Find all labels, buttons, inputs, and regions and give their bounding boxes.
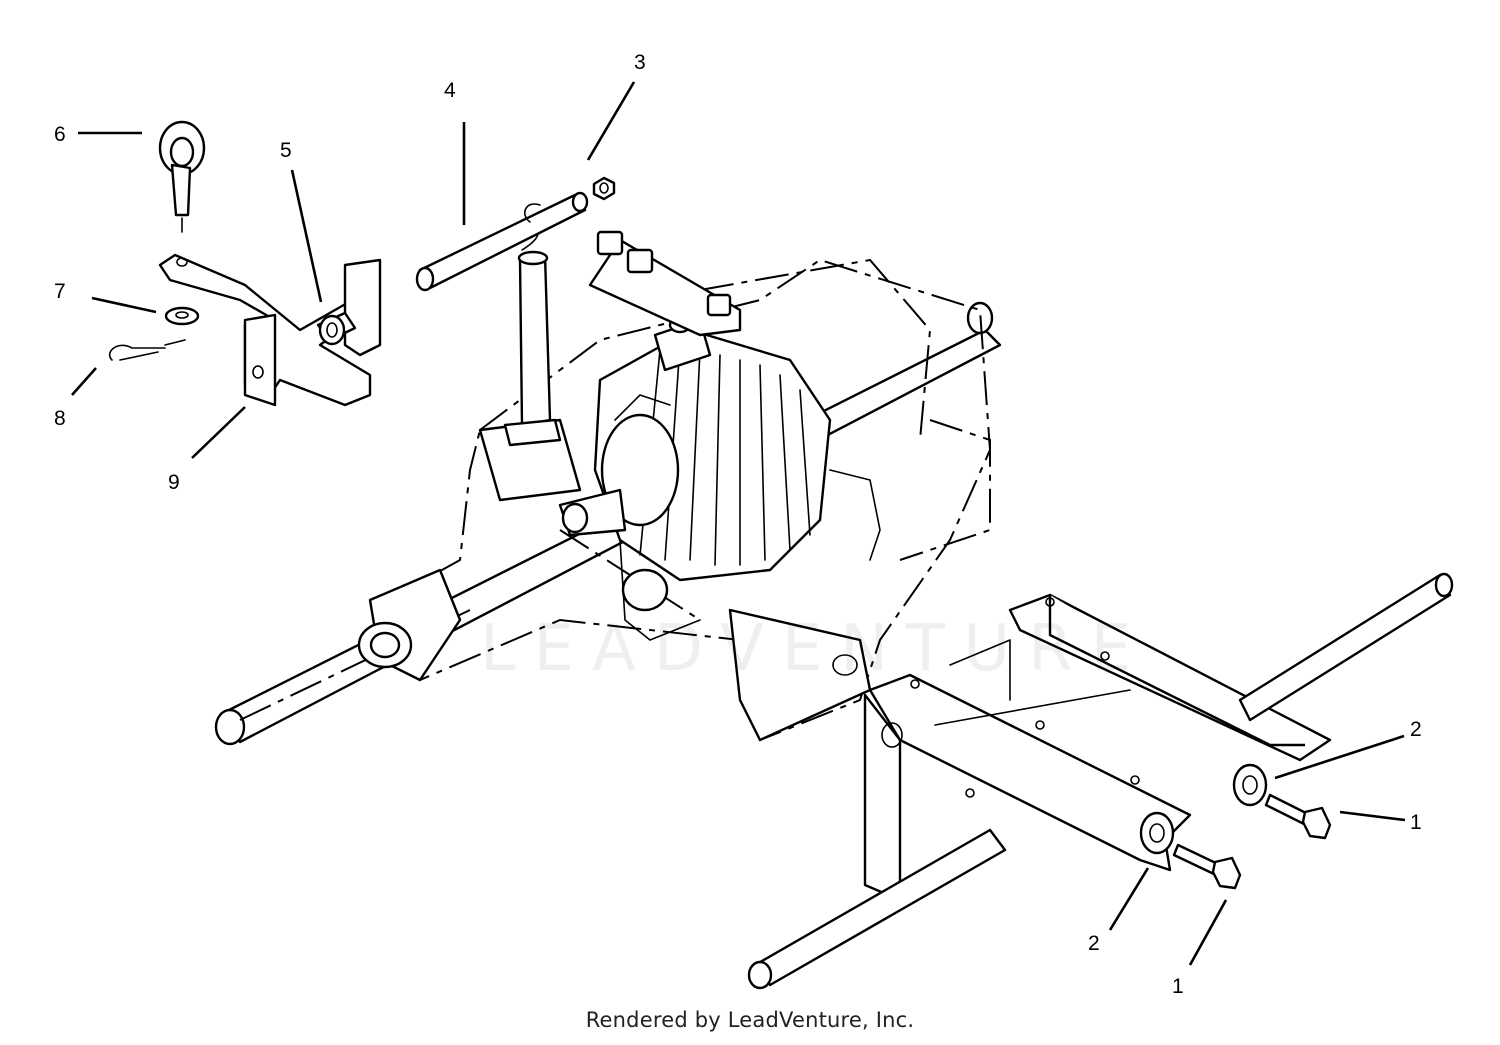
hitch-pin xyxy=(158,120,206,233)
hairpin-clip xyxy=(108,339,186,361)
callout-2-bottom: 2 xyxy=(1088,932,1100,955)
hydro-pump xyxy=(558,316,881,641)
callout-9: 9 xyxy=(168,471,180,494)
washer-2a xyxy=(1232,763,1268,807)
tow-rod xyxy=(415,191,589,292)
callout-1-right: 1 xyxy=(1410,811,1422,834)
callout-8: 8 xyxy=(54,407,66,430)
callout-3: 3 xyxy=(634,51,646,74)
callout-4: 4 xyxy=(444,79,456,102)
footer-credit: Rendered by LeadVenture, Inc. xyxy=(585,1008,915,1032)
watermark: LEADVENTURE xyxy=(480,612,1149,686)
callout-7: 7 xyxy=(54,280,66,303)
callout-labels: 1 1 2 2 3 4 5 6 7 8 9 xyxy=(54,51,1422,998)
hitch-bracket xyxy=(158,253,382,407)
control-arm xyxy=(588,230,742,337)
linkage-post xyxy=(503,220,562,447)
callout-1-bottom: 1 xyxy=(1172,975,1184,998)
frame xyxy=(747,572,1454,990)
callout-2-right: 2 xyxy=(1410,718,1422,741)
bolt-1b xyxy=(1172,843,1242,890)
nut xyxy=(592,176,616,201)
washer-2b xyxy=(1139,811,1175,855)
washer-7 xyxy=(164,306,200,326)
callout-5: 5 xyxy=(280,139,292,162)
bolt-1a xyxy=(1264,793,1332,840)
leader-lines xyxy=(71,81,1406,966)
callout-6: 6 xyxy=(54,123,66,146)
